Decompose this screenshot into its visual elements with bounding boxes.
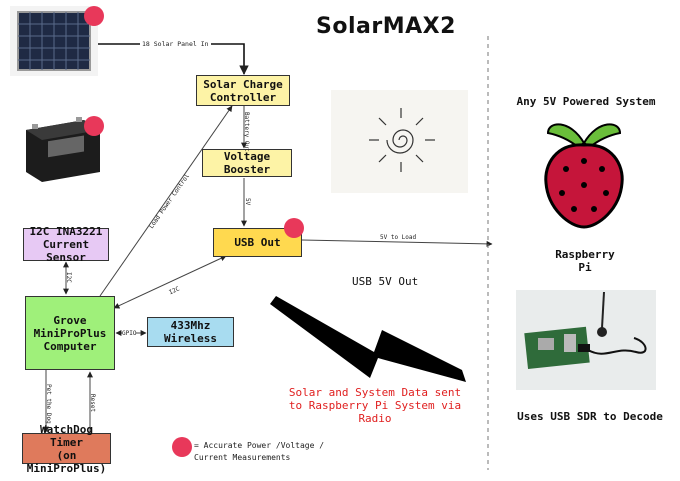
voltage-booster-box: Voltage Booster <box>202 149 292 177</box>
solar-panel-icon <box>10 6 98 76</box>
label-5v: 5V <box>244 198 251 206</box>
lightning-bolt-icon <box>266 296 476 386</box>
label-battery-out: Battery Out <box>243 112 250 152</box>
measurement-marker <box>84 6 104 26</box>
usb-5v-out-label: USB 5V Out <box>352 275 419 288</box>
ina3221-sensor-box: I2C INA3221 Current Sensor <box>23 225 109 264</box>
legend-marker <box>172 437 192 457</box>
page-title: SolarMAX2 <box>316 14 456 39</box>
label-reset: Reset <box>89 394 96 413</box>
any-5v-system-heading: Any 5V Powered System <box>516 95 656 108</box>
raspberry-pi-label: Raspberry Pi <box>555 248 615 274</box>
watchdog-timer-box: WatchDog Timer (on MiniProPlus) <box>22 423 111 475</box>
label-panel-in: 18 Solar Panel In <box>140 40 211 48</box>
solar-charge-controller-box: Solar Charge Controller <box>196 75 290 106</box>
radio-caption: Solar and System Data sent to Raspberry … <box>288 386 462 425</box>
sun-icon <box>331 90 468 193</box>
label-5v-to-load: 5V to Load <box>380 234 417 241</box>
sdr-caption: Uses USB SDR to Decode <box>517 410 663 423</box>
sdr-board-icon <box>516 290 656 390</box>
battery-icon <box>18 112 104 184</box>
grove-miniproplus-box: Grove MiniProPlus Computer <box>25 296 115 370</box>
wire-i2c-usb <box>113 255 227 309</box>
measurement-marker <box>284 218 304 238</box>
legend-text: = Accurate Power /Voltage / Current Meas… <box>194 441 325 462</box>
wire-panel-in <box>98 43 249 75</box>
label-pet-the-dog: Pet the Dog <box>45 384 52 424</box>
wire-5v-to-load <box>301 239 493 247</box>
measurement-marker <box>84 116 104 136</box>
label-i2c-sensor: I2C <box>65 272 72 283</box>
label-gpio: GPIO <box>122 330 137 337</box>
wireless-433mhz-box: 433Mhz Wireless <box>147 317 234 347</box>
raspberry-pi-logo-icon <box>534 113 634 231</box>
